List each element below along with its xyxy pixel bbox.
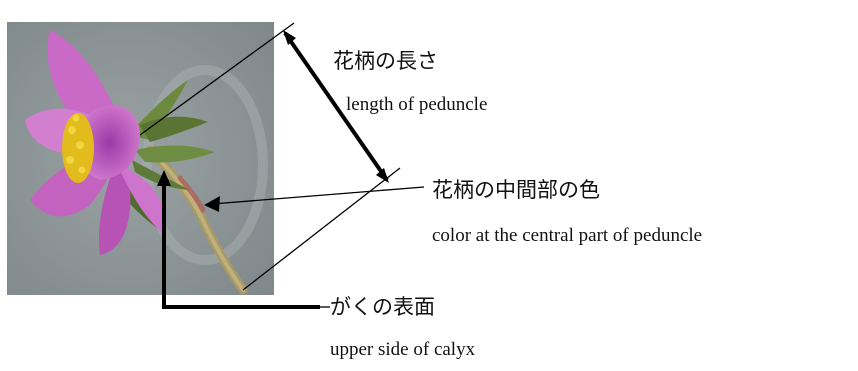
length-arrow-line [283,31,389,182]
calyx-surface-ja-label: がくの表面 [330,295,435,319]
calyx-arrowhead [157,170,171,186]
calyx-surface-en-label: upper side of calyx [330,339,476,360]
color-arrowhead [204,196,220,212]
length-arrowhead-bottom [376,168,389,183]
peduncle-length-ja-label: 花柄の長さ [333,49,438,73]
peduncle-tip-line [242,167,401,291]
flower-photo [7,22,274,295]
calyx-leader-line [162,182,320,309]
annotation-lines [139,22,425,309]
peduncle-base-line [139,22,295,136]
peduncle-length-en-label: length of peduncle [346,94,488,115]
photo-ring [142,65,268,265]
stamens-shape [62,113,94,183]
photo-background [7,22,274,295]
color-leader-line [211,186,425,205]
length-arrowhead-top [283,30,296,45]
peduncle-color-ja-label: 花柄の中間部の色 [432,178,600,202]
peduncle-color-en-label: color at the central part of peduncle [432,225,703,246]
